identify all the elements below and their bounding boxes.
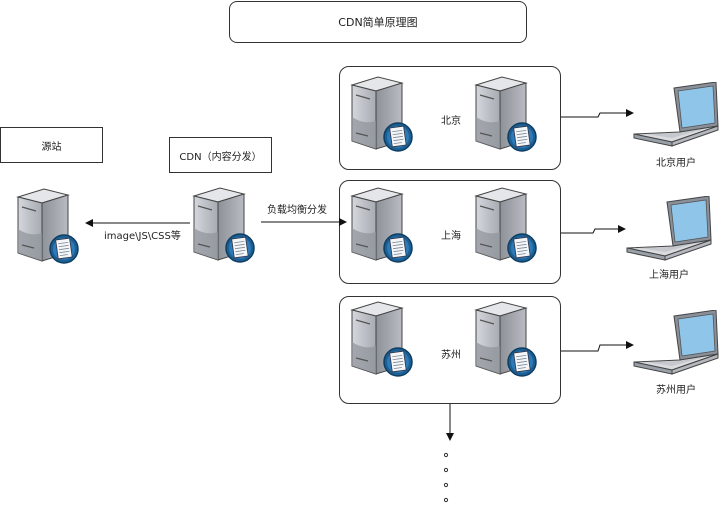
ellipsis-dots — [443, 452, 449, 503]
server-icon-suzhou-1 — [348, 300, 418, 381]
diagram-title: CDN简单原理图 — [338, 16, 418, 29]
ellipsis-dot — [443, 452, 449, 458]
server-icon-cdn — [190, 186, 260, 267]
server-icon-beijing-2 — [472, 75, 542, 156]
laptop-icon-suzhou — [632, 309, 720, 383]
server-icon-beijing-1 — [348, 75, 418, 156]
server-icon-shanghai-1 — [348, 186, 418, 267]
user-label-beijing: 北京用户 — [656, 158, 696, 169]
origin-link-label: image\JS\CSS等 — [104, 231, 181, 242]
laptop-icon-beijing — [632, 81, 720, 155]
cdn-label-box: CDN（内容分发） — [169, 137, 272, 173]
user-label-suzhou: 苏州用户 — [656, 385, 696, 396]
title-box: CDN简单原理图 — [229, 1, 527, 43]
laptop-icon-shanghai — [625, 195, 717, 269]
ellipsis-dot — [443, 467, 449, 473]
ellipsis-dot — [443, 497, 449, 503]
region-label-suzhou: 苏州 — [441, 350, 461, 361]
server-icon-shanghai-2 — [472, 186, 542, 267]
ellipsis-dot — [443, 482, 449, 488]
cdn-label: CDN（内容分发） — [179, 151, 262, 163]
origin-label-box: 源站 — [0, 127, 103, 163]
server-icon-origin — [14, 187, 84, 268]
origin-label: 源站 — [41, 141, 62, 153]
region-label-beijing: 北京 — [441, 116, 461, 127]
server-icon-suzhou-2 — [472, 300, 542, 381]
arrow-beijing-to-user — [561, 109, 634, 118]
arrow-shanghai-to-user — [561, 225, 626, 234]
region-label-shanghai: 上海 — [441, 231, 461, 242]
user-label-shanghai: 上海用户 — [649, 270, 689, 281]
arrow-suzhou-to-user — [561, 341, 634, 352]
load-balance-label: 负载均衡分发 — [267, 205, 327, 216]
